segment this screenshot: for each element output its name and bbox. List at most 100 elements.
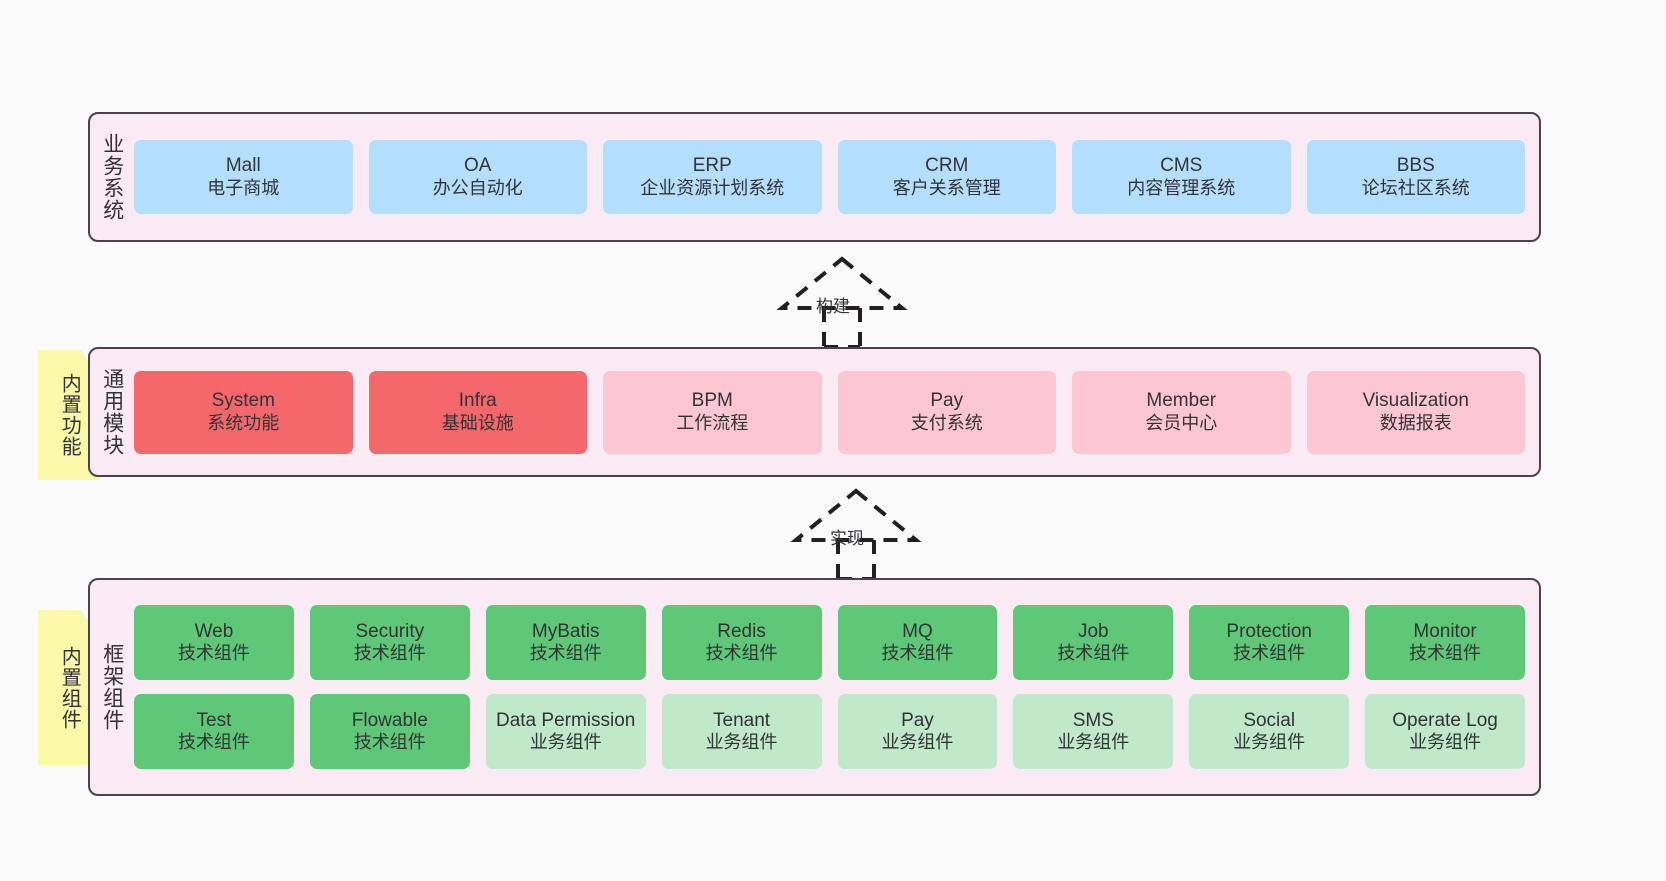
layer-common-modules: 通用模块 System 系统功能 Infra 基础设施 BPM 工作流程 Pay… [88,347,1541,477]
card-protection[interactable]: Protection 技术组件 [1189,605,1350,680]
card-test-cn: 技术组件 [177,732,250,753]
card-erp-en: ERP [692,155,732,177]
card-member-cn: 会员中心 [1145,412,1218,433]
layer-business-row: Mall 电子商城 OA 办公自动化 ERP 企业资源计划系统 CRM 客户关系… [134,140,1525,214]
layer-framework-components: 框架组件 Web 技术组件 Security 技术组件 MyBatis 技术组件… [88,578,1541,796]
card-pay-component[interactable]: Pay 业务组件 [837,694,998,769]
card-oa-cn: 办公自动化 [432,177,523,198]
card-job-en: Job [1077,620,1109,642]
card-sms-en: SMS [1072,709,1114,731]
note-builtin-functions-label: 内置功能 [58,373,81,457]
card-monitor-cn: 技术组件 [1409,643,1482,664]
card-pay-component-en: Pay [901,709,934,731]
card-social[interactable]: Social 业务组件 [1189,694,1350,769]
card-mall[interactable]: Mall 电子商城 [134,140,353,214]
card-mq[interactable]: MQ 技术组件 [837,605,998,680]
card-cms[interactable]: CMS 内容管理系统 [1072,140,1291,214]
card-erp[interactable]: ERP 企业资源计划系统 [603,140,822,214]
card-security[interactable]: Security 技术组件 [309,605,470,680]
card-operate-log-en: Operate Log [1392,709,1498,731]
card-system[interactable]: System 系统功能 [134,370,353,454]
arrow-build-label: 构建 [816,297,850,316]
card-job[interactable]: Job 技术组件 [1013,605,1174,680]
card-operate-log-cn: 业务组件 [1409,732,1482,753]
card-pay-component-cn: 业务组件 [881,732,954,753]
layer-framework-row-business: Test 技术组件 Flowable 技术组件 Data Permission … [134,694,1525,769]
card-mall-en: Mall [225,155,261,177]
card-tenant-en: Tenant [713,709,771,731]
arrow-implement-label: 实现 [830,529,864,548]
card-test-en: Test [196,709,232,731]
card-mq-cn: 技术组件 [881,643,954,664]
card-visualization-en: Visualization [1362,390,1469,412]
card-monitor-en: Monitor [1413,620,1477,642]
layer-business-systems: 业务系统 Mall 电子商城 OA 办公自动化 ERP 企业资源计划系统 CRM… [88,112,1541,242]
card-mybatis[interactable]: MyBatis 技术组件 [485,605,646,680]
card-member-en: Member [1146,390,1217,412]
card-mall-cn: 电子商城 [207,177,280,198]
card-data-permission-cn: 业务组件 [529,732,602,753]
card-system-en: System [211,390,275,412]
card-pay-module-en: Pay [930,390,964,412]
card-protection-en: Protection [1226,620,1312,642]
layer-business-body: Mall 电子商城 OA 办公自动化 ERP 企业资源计划系统 CRM 客户关系… [134,114,1539,240]
card-bbs-cn: 论坛社区系统 [1361,177,1470,198]
card-bbs-en: BBS [1396,155,1435,177]
card-bpm-en: BPM [691,390,733,412]
card-flowable[interactable]: Flowable 技术组件 [309,694,470,769]
card-system-cn: 系统功能 [207,412,280,433]
card-job-cn: 技术组件 [1057,643,1130,664]
card-tenant[interactable]: Tenant 业务组件 [661,694,822,769]
layer-common-row: System 系统功能 Infra 基础设施 BPM 工作流程 Pay 支付系统… [134,370,1525,454]
card-sms-cn: 业务组件 [1057,732,1130,753]
layer-framework-row-tech: Web 技术组件 Security 技术组件 MyBatis 技术组件 Redi… [134,605,1525,680]
card-protection-cn: 技术组件 [1233,643,1306,664]
card-oa[interactable]: OA 办公自动化 [368,140,587,214]
card-bpm-cn: 工作流程 [676,412,749,433]
card-sms[interactable]: SMS 业务组件 [1013,694,1174,769]
card-monitor[interactable]: Monitor 技术组件 [1365,605,1525,680]
card-member[interactable]: Member 会员中心 [1072,370,1291,454]
card-tenant-cn: 业务组件 [705,732,778,753]
card-web-cn: 技术组件 [177,643,250,664]
arrow-implement: 实现 [766,487,946,581]
card-mybatis-en: MyBatis [531,620,600,642]
layer-common-title: 通用模块 [100,368,124,456]
card-visualization[interactable]: Visualization 数据报表 [1306,370,1525,454]
card-security-en: Security [355,620,425,642]
card-erp-cn: 企业资源计划系统 [640,177,785,198]
note-builtin-components-label: 内置组件 [58,645,81,730]
card-crm-cn: 客户关系管理 [892,177,1001,198]
card-crm-en: CRM [925,155,969,177]
card-social-cn: 业务组件 [1233,732,1306,753]
card-cms-cn: 内容管理系统 [1127,177,1236,198]
card-web-en: Web [194,620,234,642]
card-crm[interactable]: CRM 客户关系管理 [837,140,1056,214]
layer-framework-body: Web 技术组件 Security 技术组件 MyBatis 技术组件 Redi… [134,580,1539,794]
card-infra-cn: 基础设施 [441,412,514,433]
card-cms-en: CMS [1160,155,1203,177]
card-pay-module[interactable]: Pay 支付系统 [837,370,1056,454]
card-operate-log[interactable]: Operate Log 业务组件 [1365,694,1525,769]
card-test[interactable]: Test 技术组件 [134,694,294,769]
card-web[interactable]: Web 技术组件 [134,605,294,680]
card-visualization-cn: 数据报表 [1379,412,1452,433]
card-social-en: Social [1243,709,1296,731]
layer-common-body: System 系统功能 Infra 基础设施 BPM 工作流程 Pay 支付系统… [134,349,1539,475]
card-data-permission-en: Data Permission [495,709,636,731]
card-mq-en: MQ [902,620,933,642]
card-infra-en: Infra [458,390,497,412]
card-flowable-en: Flowable [351,709,428,731]
card-data-permission[interactable]: Data Permission 业务组件 [485,694,646,769]
card-infra[interactable]: Infra 基础设施 [368,370,587,454]
card-bpm[interactable]: BPM 工作流程 [603,370,822,454]
arrow-build: 构建 [752,255,932,349]
layer-framework-title: 框架组件 [100,643,124,731]
card-oa-en: OA [464,155,492,177]
card-bbs[interactable]: BBS 论坛社区系统 [1306,140,1525,214]
card-pay-module-cn: 支付系统 [910,412,983,433]
card-redis[interactable]: Redis 技术组件 [661,605,822,680]
layer-business-title: 业务系统 [100,133,124,221]
card-flowable-cn: 技术组件 [353,732,426,753]
